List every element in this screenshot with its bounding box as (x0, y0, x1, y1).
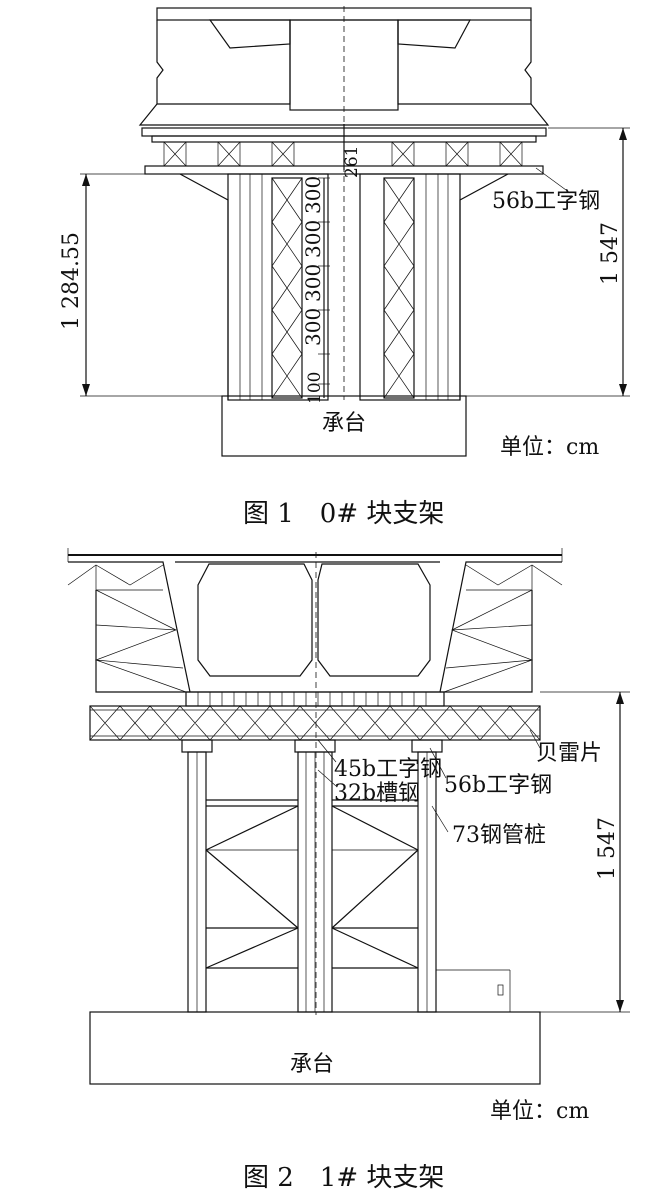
height-right-label-2: 1 547 (595, 817, 620, 880)
box-girder-section (138, 6, 550, 400)
beam-45b-left (181, 739, 213, 753)
steel-piles (187, 751, 511, 1013)
segment-1: 300 (301, 176, 325, 214)
side-brackets (67, 564, 563, 693)
channel-32b-label: 32b槽钢 (334, 781, 420, 806)
top-gap-label: 261 (342, 146, 362, 178)
height-dimension-right: 1 547 (466, 127, 630, 397)
beam-45b-right (411, 739, 443, 753)
pile-cap-label: 承台 (322, 411, 366, 436)
figure-1: 300 300 300 300 100 261 承台 1 284.55 1 54… (59, 6, 630, 529)
pier-columns (179, 124, 509, 401)
pile-cap-label-2: 承台 (290, 1052, 334, 1077)
figure2-unit: 单位：cm (490, 1099, 589, 1124)
segment-dimensions: 300 300 300 300 100 261 (301, 146, 362, 404)
height-right-label: 1 547 (598, 222, 623, 285)
height-dimension-2: 1 547 (540, 691, 630, 1013)
beam-56b-label: 56b工字钢 (492, 189, 600, 214)
leader-lines (317, 729, 541, 833)
figure1-caption: 图 1 0# 块支架 (243, 499, 444, 529)
segment-4: 300 (301, 308, 325, 346)
bailey-label: 贝雷片 (536, 741, 602, 766)
pile-cap (221, 395, 467, 457)
beam-45b-label: 45b工字钢 (334, 757, 442, 782)
height-dimension-left: 1 284.55 (59, 173, 222, 397)
pile-73-label: 73钢管桩 (452, 823, 546, 848)
bailey-truss (89, 691, 541, 741)
segment-3: 300 (301, 264, 325, 302)
figure1-unit: 单位：cm (500, 435, 599, 460)
figure-2: 承台 贝雷片 45b工字钢 32b槽钢 56b工字钢 73钢管桩 1 547 单… (67, 548, 630, 1193)
height-left-label: 1 284.55 (59, 232, 84, 330)
beam-45b-center (294, 739, 336, 753)
beam-56b-label-2: 56b工字钢 (444, 773, 552, 798)
figure2-caption: 图 2 1# 块支架 (243, 1163, 444, 1193)
segment-5: 100 (305, 372, 325, 404)
pile-cap-2 (89, 1011, 541, 1085)
segment-2: 300 (301, 220, 325, 258)
